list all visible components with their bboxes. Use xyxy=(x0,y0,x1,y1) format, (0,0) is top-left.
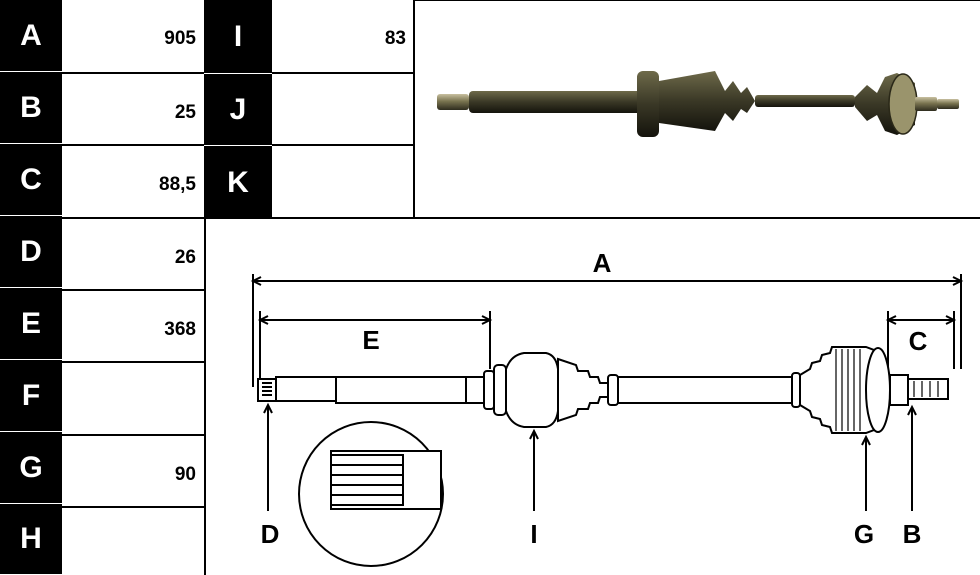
value-i: 83 xyxy=(272,0,414,74)
inner-collar xyxy=(483,370,495,410)
label-a: A xyxy=(0,0,62,72)
boot-clamp-inner xyxy=(607,374,619,406)
main-shaft xyxy=(617,376,799,404)
photo-spline-left xyxy=(437,94,469,110)
label-g: G xyxy=(0,432,62,504)
value-c: 88,5 xyxy=(62,146,204,219)
label-d: D xyxy=(0,216,62,288)
boot-ribs xyxy=(835,349,939,431)
detail-spline xyxy=(330,454,404,506)
marker-i-label: I xyxy=(530,519,537,549)
photo-flange xyxy=(637,71,659,137)
label-f: F xyxy=(0,360,62,432)
leader-b-arrow xyxy=(907,404,917,416)
dim-c-arrow-left xyxy=(885,315,897,325)
value-h xyxy=(62,508,204,575)
value-a: 905 xyxy=(62,0,204,74)
label-k: K xyxy=(204,146,272,219)
outer-stub xyxy=(889,374,909,406)
label-b: B xyxy=(0,72,62,144)
shaft-section-2 xyxy=(335,376,467,404)
diagram-left-border xyxy=(204,219,206,575)
label-e: E xyxy=(0,288,62,360)
photo-shaft-left xyxy=(469,91,647,113)
value-d: 26 xyxy=(62,219,204,291)
photo-shaft-right xyxy=(755,95,855,107)
photo-stub xyxy=(915,97,937,111)
leader-g-arrow xyxy=(861,434,871,446)
inner-joint-housing xyxy=(505,352,559,428)
value-f xyxy=(62,363,204,436)
dim-e-arrow-right xyxy=(481,315,493,325)
label-c: C xyxy=(0,144,62,216)
value-e: 368 xyxy=(62,291,204,363)
value-g: 90 xyxy=(62,436,204,508)
photo-thread xyxy=(937,99,959,109)
photo-top-border xyxy=(413,0,980,1)
marker-d-label: D xyxy=(261,519,280,549)
dim-c-arrow-right xyxy=(945,315,957,325)
dim-e-arrow-left xyxy=(257,315,269,325)
dim-a-arrow-right xyxy=(952,276,964,286)
leader-i-arrow xyxy=(529,428,539,440)
photo-abs-ring xyxy=(888,73,918,135)
drive-shaft-photo xyxy=(437,71,959,137)
value-b: 25 xyxy=(62,74,204,146)
label-j: J xyxy=(204,74,272,146)
dim-a-arrow-left xyxy=(250,276,262,286)
shaft-section-1 xyxy=(275,376,337,402)
abs-tone-ring xyxy=(865,347,891,433)
dim-c-label: C xyxy=(909,326,928,356)
boot-clamp-outer xyxy=(791,372,801,408)
dim-a-label: A xyxy=(593,248,612,278)
label-i: I xyxy=(204,0,272,74)
label-h: H xyxy=(0,504,62,575)
value-j xyxy=(272,74,414,146)
marker-g-label: G xyxy=(854,519,874,549)
photo-bottom-border xyxy=(413,217,980,219)
photo-inner-joint xyxy=(659,71,755,131)
dim-e-label: E xyxy=(362,325,379,355)
technical-drawing: A E C D I G B xyxy=(250,248,964,567)
leader-d-arrow xyxy=(263,402,273,414)
shaft-outline xyxy=(257,346,949,434)
marker-b-label: B xyxy=(903,519,922,549)
shaft-section-3 xyxy=(465,376,485,404)
value-k xyxy=(272,146,414,219)
spline-detail-circle xyxy=(298,421,444,567)
inner-collar-2 xyxy=(493,364,507,416)
inner-boot xyxy=(557,357,609,423)
photo-left-border xyxy=(413,0,415,219)
